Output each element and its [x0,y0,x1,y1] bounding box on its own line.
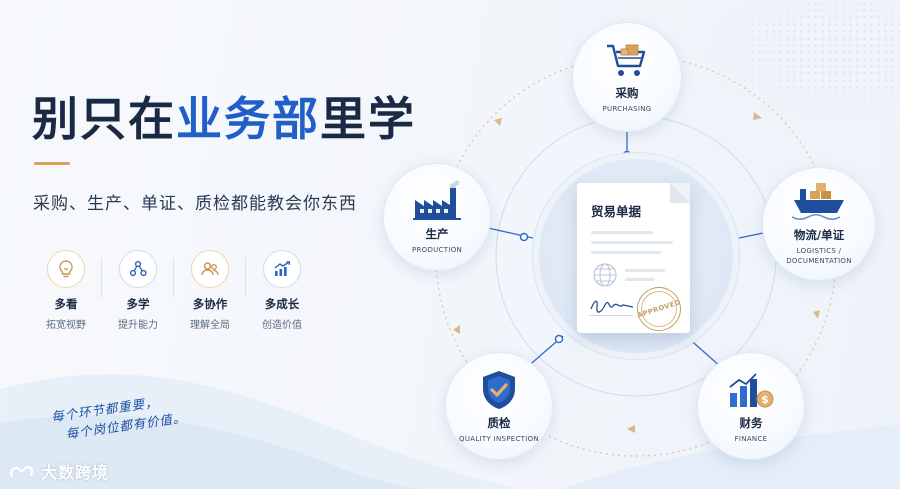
users-icon [191,250,229,288]
benefit-title: 多学 [126,297,150,311]
node-label-cn: 物流/单证 [793,227,845,242]
finance-chart-icon: $ [729,372,774,407]
cargo-ship-icon [792,182,844,220]
headline-highlight: 业务部 [176,92,320,146]
brand-logo-icon [10,465,34,478]
headline-part-1: 别只在 [32,92,176,146]
node-label-cn: 生产 [425,226,449,241]
document-title: 贸易单据 [591,204,642,219]
benefit-item-learn: 多学 提升能力 [101,250,174,331]
trade-document-card: 贸易单据 APPROVED [577,183,690,337]
node-label-en: LOGISTICS /DOCUMENTATION [786,246,852,266]
lightbulb-icon [47,250,85,288]
shield-check-icon [483,370,515,409]
factory-icon [413,180,461,220]
accent-divider [34,162,70,165]
benefit-desc: 理解全局 [190,320,230,331]
flow-arrow [753,112,762,120]
node-label-cn: 质检 [487,415,511,430]
growth-chart-icon [263,250,301,288]
benefit-title: 多协作 [192,297,228,311]
benefit-title: 多成长 [264,297,300,311]
node-label-en-line1: LOGISTICS / [796,246,842,255]
benefit-desc: 拓宽视野 [46,320,86,331]
node-logistics: 物流/单证 LOGISTICS /DOCUMENTATION [762,167,876,281]
flow-arrow [494,118,502,126]
node-label-cn: 财务 [739,415,763,430]
node-production: 生产 PRODUCTION [383,163,491,271]
handwritten-slogan: 每个环节都重要， 每个岗位都有价值。 [50,389,188,445]
node-label-en: QUALITY INSPECTION [459,434,539,443]
page-subtitle: 采购、生产、单证、质检都能教会你东西 [33,194,357,214]
process-diagram: 贸易单据 APPROVED 采购 [350,0,900,489]
benefit-desc: 创造价值 [262,320,302,331]
node-label-en: PURCHASING [602,104,652,113]
shopping-cart-icon [607,44,646,76]
page-fold-icon [670,183,690,203]
brand-name: 大数跨境 [41,463,110,482]
flow-arrow [627,425,635,433]
benefit-title: 多看 [54,297,78,311]
brand-watermark: 大数跨境 [9,459,109,483]
flow-arrow [453,325,460,334]
node-label-en: PRODUCTION [411,245,463,254]
benefit-item-look: 多看 拓宽视野 [30,250,102,331]
benefits-row: 多看 拓宽视野 多学 提升能力 多协作 理解全局 [30,250,330,331]
benefit-desc: 提升能力 [118,320,158,331]
flow-arrow [813,310,820,319]
signature-icon [590,300,634,313]
approved-stamp: APPROVED [631,281,687,337]
share-nodes-icon [119,250,157,288]
node-finance: $ 财务 FINANCE [697,352,805,460]
headline-part-3: 里学 [320,92,416,146]
benefit-item-collaborate: 多协作 理解全局 [173,250,246,331]
node-purchasing: 采购 PURCHASING [572,22,682,132]
benefit-item-grow: 多成长 创造价值 [245,250,318,331]
node-quality: 质检 QUALITY INSPECTION [445,352,553,460]
node-label-en-line2: DOCUMENTATION [786,256,852,265]
node-label-en: FINANCE [734,434,768,443]
world-dot-map [700,0,900,120]
page-headline: 别只在业务部里学 [32,83,416,149]
globe-icon [593,263,617,287]
svg-text:$: $ [761,393,769,406]
node-label-cn: 采购 [615,85,639,100]
